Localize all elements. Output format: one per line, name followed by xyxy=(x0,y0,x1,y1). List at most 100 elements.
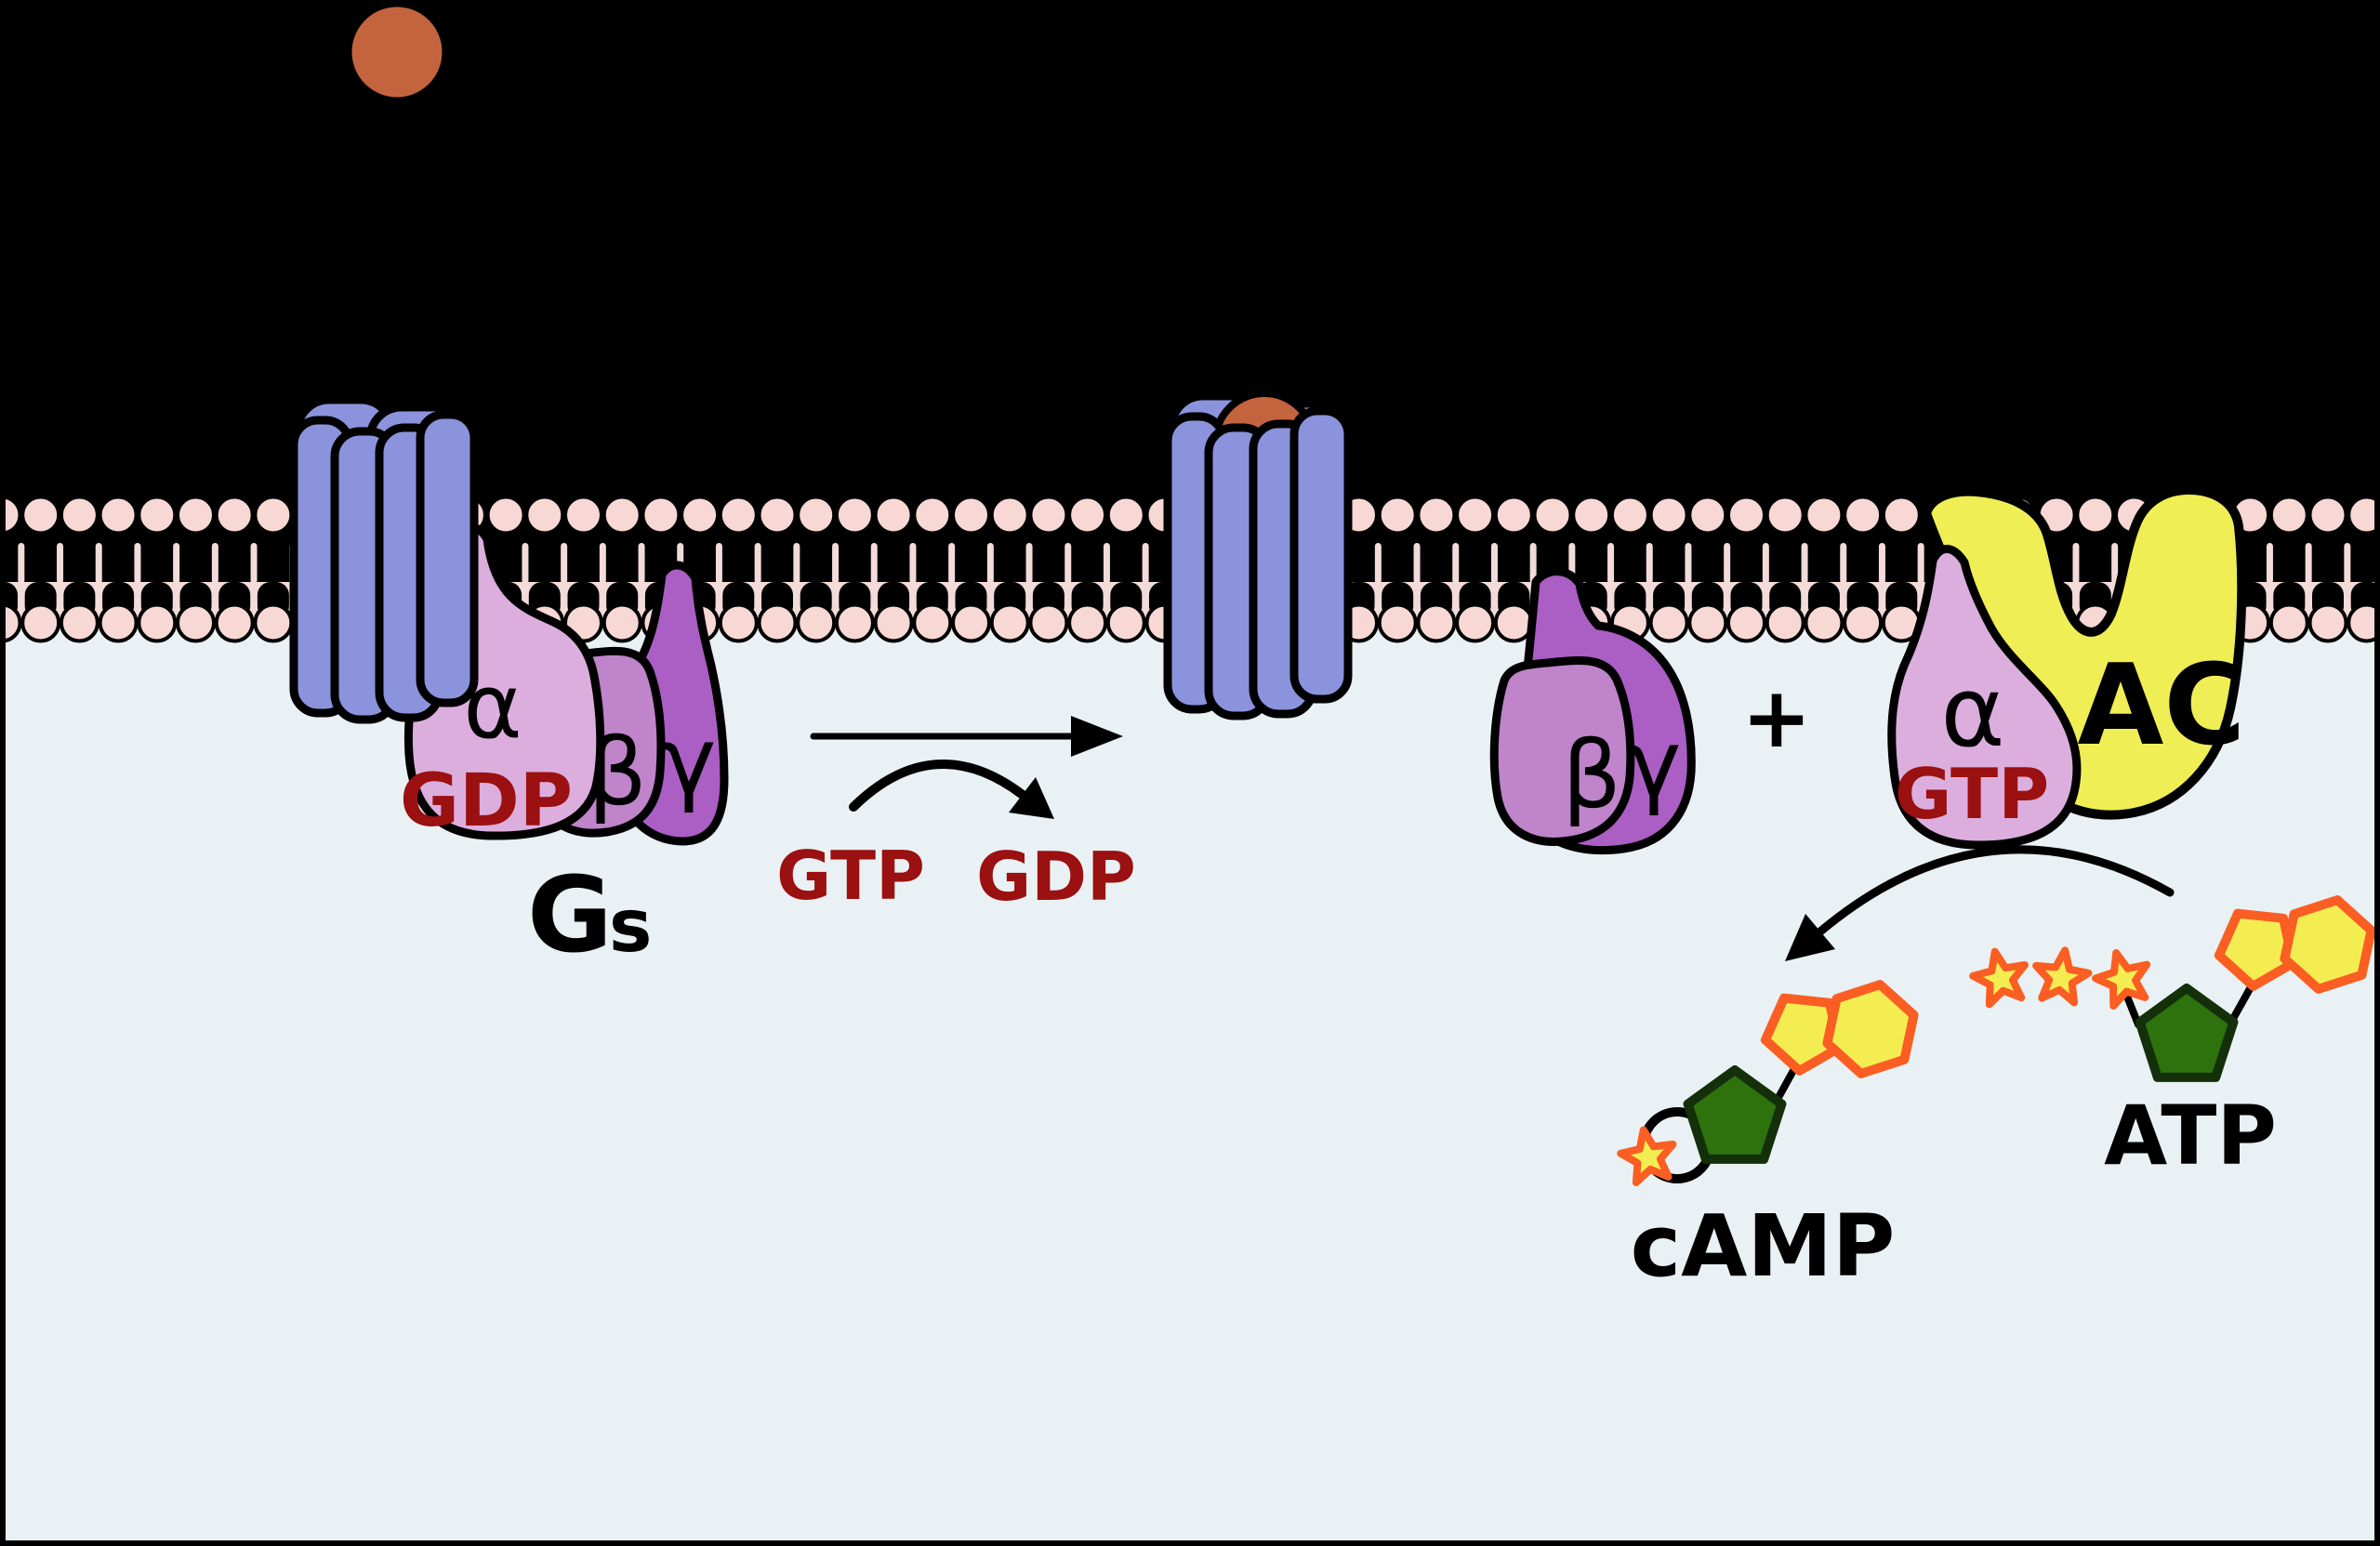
lipid-tail-gap xyxy=(909,543,917,584)
lipid-tail-gap xyxy=(2111,543,2119,584)
lipid-head xyxy=(1028,602,1069,643)
gpcr-active xyxy=(1168,390,1348,716)
lipid-head xyxy=(1648,602,1689,643)
lipid-head xyxy=(602,495,642,535)
lipid-head xyxy=(98,495,139,535)
lipid-head xyxy=(2268,602,2309,643)
lipid-tail-gap xyxy=(948,543,956,584)
lipid-head xyxy=(718,602,759,643)
lipid-tail-gap xyxy=(18,543,25,584)
lipid-head xyxy=(1804,602,1844,643)
lipid-tail-gap xyxy=(1646,543,1653,584)
lipid-tail-gap xyxy=(211,543,218,584)
lipid-tail-gap xyxy=(561,543,568,584)
lipid-head xyxy=(1843,495,1884,535)
lipid-head xyxy=(1105,495,1146,535)
nucleotide-exchange: GTP GDP xyxy=(776,716,1136,916)
lipid-head xyxy=(2307,495,2348,535)
lipid-head xyxy=(176,602,216,643)
adenylyl-cyclase: AC xyxy=(1922,485,2247,820)
lipid-tail-gap xyxy=(1607,543,1615,584)
lipid-head xyxy=(1067,495,1108,535)
ac-label: AC xyxy=(2078,641,2246,771)
glycosidic-bond-camp xyxy=(1772,1062,1800,1106)
lipid-head xyxy=(1455,602,1496,643)
lipid-head xyxy=(796,602,837,643)
lipid-tail-gap xyxy=(134,543,141,584)
lipid-tail-gap xyxy=(1840,543,1847,584)
lipid-tail-gap xyxy=(250,543,258,584)
lipid-head xyxy=(1765,602,1805,643)
gtp-bound-label: GTP xyxy=(1895,753,2049,835)
lipid-tail-gap xyxy=(173,543,180,584)
gdp-out-label: GDP xyxy=(976,838,1136,916)
atp-molecule: ATP xyxy=(1969,892,2376,1183)
lipid-head xyxy=(951,495,991,535)
lipid-head xyxy=(989,495,1030,535)
lipid-head xyxy=(59,602,99,643)
camp-molecule: cAMP xyxy=(1618,976,1919,1296)
lipid-head xyxy=(2307,602,2348,643)
beta-free-label: β xyxy=(1562,720,1621,829)
lipid-tail-gap xyxy=(870,543,878,584)
alpha-gtp-complex: α GTP xyxy=(1887,545,2082,850)
camp-label: cAMP xyxy=(1631,1196,1896,1296)
lipid-head xyxy=(680,495,721,535)
lipid-head xyxy=(989,602,1030,643)
lipid-head xyxy=(757,495,798,535)
lipid-tail-gap xyxy=(638,543,645,584)
lipid-head xyxy=(1648,495,1689,535)
plus-sign: + xyxy=(1741,669,1811,767)
lipid-head xyxy=(485,495,526,535)
gdp-bound-label: GDP xyxy=(400,760,573,843)
lipid-tail-gap xyxy=(1878,543,1885,584)
lipid-head xyxy=(1765,495,1805,535)
lipid-head xyxy=(1726,495,1766,535)
lipid-tail-gap xyxy=(754,543,761,584)
lipid-head xyxy=(718,495,759,535)
lipid-head xyxy=(912,495,953,535)
exchange-arc-arrow xyxy=(849,759,1027,812)
beta-label: β xyxy=(588,718,647,826)
lipid-head xyxy=(1416,495,1457,535)
beta-subunit-free xyxy=(1489,656,1635,846)
lipid-head xyxy=(873,495,914,535)
lipid-head xyxy=(20,495,61,535)
lipid-head xyxy=(1455,495,1496,535)
beta-gamma-complex: β γ xyxy=(1489,567,1696,855)
lipid-tail-gap xyxy=(2305,543,2312,584)
lipid-tail-gap xyxy=(1724,543,1731,584)
lipid-tail-gap xyxy=(986,543,994,584)
lipid-tail-gap xyxy=(1142,543,1149,584)
gamma-free-label: γ xyxy=(1626,709,1681,818)
lipid-tail-gap xyxy=(793,543,800,584)
lipid-head xyxy=(1881,495,1922,535)
lipid-head xyxy=(1609,495,1650,535)
lipid-head xyxy=(59,495,99,535)
lipid-head xyxy=(98,602,139,643)
g-protein-trimer: α GDP β γ Gs xyxy=(400,522,729,976)
lipid-head xyxy=(951,602,991,643)
lipid-head xyxy=(524,495,565,535)
lipid-tail-gap xyxy=(1413,543,1421,584)
lipid-tail-gap xyxy=(1762,543,1769,584)
lipid-head xyxy=(1416,602,1457,643)
gpcr-inactive xyxy=(294,400,474,720)
alpha-subunit-active xyxy=(1887,545,2082,850)
lipid-head xyxy=(253,602,294,643)
lipid-head xyxy=(20,602,61,643)
lipid-tail-gap xyxy=(1374,543,1382,584)
lipid-tail-gap xyxy=(1917,543,1924,584)
lipid-head xyxy=(757,602,798,643)
lipid-head xyxy=(912,602,953,643)
lipid-head xyxy=(602,602,642,643)
lipid-head xyxy=(1493,602,1534,643)
lipid-tail-gap xyxy=(599,543,606,584)
lipid-tail-gap xyxy=(1685,543,1692,584)
lipid-tail-gap xyxy=(1452,543,1460,584)
lipid-tail-gap xyxy=(2266,543,2273,584)
lipid-head xyxy=(1493,495,1534,535)
catalysis-arrowhead xyxy=(1785,914,1835,961)
